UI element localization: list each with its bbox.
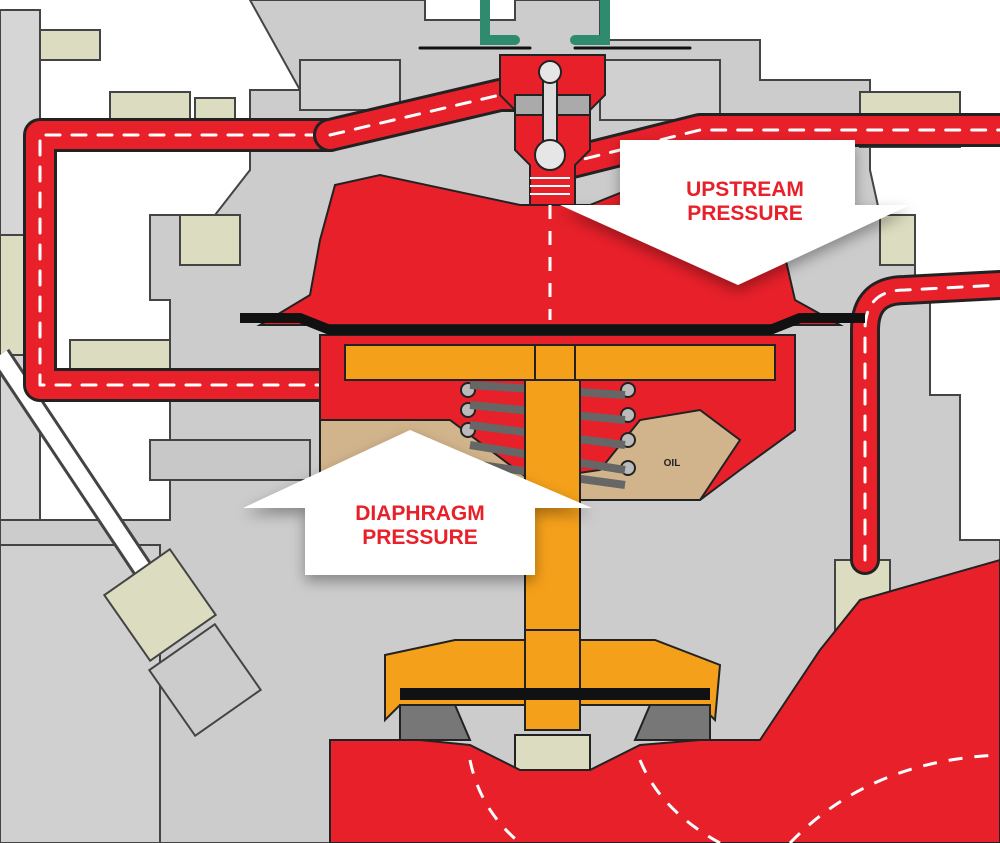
diaphragm-label-line1: DIAPHRAGM [355, 502, 485, 525]
diaphragm-pressure-callout [243, 430, 592, 575]
upstream-pressure-callout [560, 140, 910, 285]
pilot-tube-lines [418, 0, 692, 50]
lower-chamber [329, 558, 1000, 843]
pilot-valve [499, 54, 606, 211]
diaphragm [240, 313, 865, 335]
valve-seat [399, 688, 711, 776]
upstream-label-line2: PRESSURE [687, 202, 803, 225]
upstream-label-line1: UPSTREAM [686, 178, 804, 201]
diaphragm-label-line2: PRESSURE [362, 526, 478, 549]
oil-label: OIL [664, 458, 681, 469]
